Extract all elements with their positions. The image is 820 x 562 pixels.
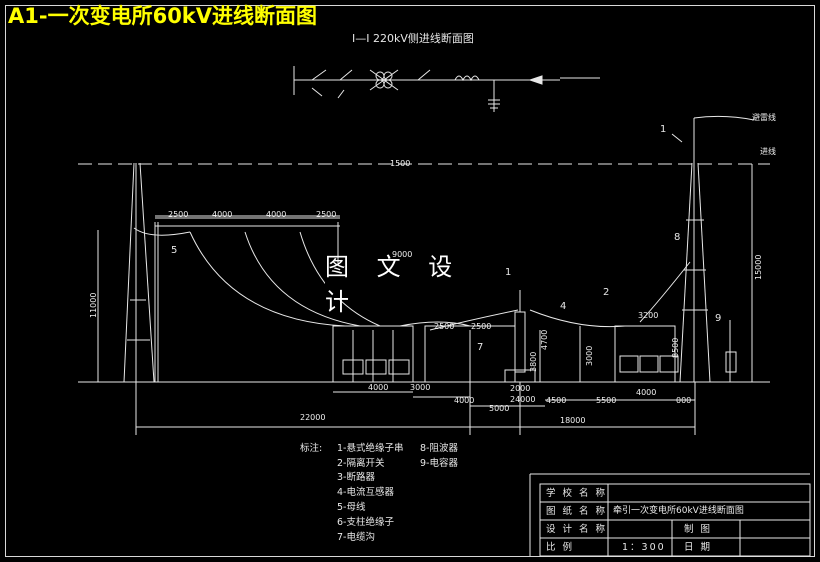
- tb-school-label: 学 校 名 称: [546, 488, 608, 499]
- dim-2500c: 2500: [434, 322, 455, 331]
- dim-9000: 9000: [392, 250, 413, 259]
- legend-item: 3-断路器: [337, 472, 375, 483]
- dim-3000v: 3000: [585, 345, 594, 366]
- legend-item: 4-电流互感器: [337, 487, 394, 498]
- dim-4000d: 4000: [454, 396, 475, 405]
- single-line-diagram: [293, 66, 600, 112]
- legend-item: 2-隔离开关: [337, 458, 385, 469]
- tb-design-label: 设 计 名 称: [546, 524, 608, 535]
- dim-2500b: 2500: [316, 210, 337, 219]
- legend-item: 9-电容器: [420, 458, 458, 469]
- dim-8500v: 8500: [671, 337, 680, 358]
- dim-3800v: 3800: [529, 351, 538, 372]
- dim-18000: 18000: [560, 416, 586, 425]
- dim-24000: 24000: [510, 395, 536, 404]
- callout-1: 1: [660, 124, 667, 135]
- shield-wire: [693, 115, 755, 121]
- label-shield-wire: 避雷线: [752, 113, 776, 122]
- dim-15000: 15000: [754, 254, 763, 280]
- dim-4000b: 4000: [266, 210, 287, 219]
- tb-date-label: 日 期: [684, 542, 713, 553]
- tb-scale-value: 1：300: [622, 542, 666, 553]
- dim-11000: 11000: [89, 292, 98, 318]
- dim-4000a: 4000: [212, 210, 233, 219]
- section-subtitle: I—I 220kV侧进线断面图: [352, 32, 474, 45]
- dim-2500a: 2500: [168, 210, 189, 219]
- dim-5000: 5000: [489, 404, 510, 413]
- title-block-lines: [529, 473, 811, 557]
- callout-9: 9: [715, 313, 722, 324]
- label-incoming: 进线: [760, 147, 776, 156]
- tb-scale-label: 比 例: [546, 542, 575, 553]
- watermark: 图 文 设 计: [325, 253, 505, 316]
- dim-1500: 1500: [390, 159, 411, 168]
- right-tower: [679, 118, 711, 383]
- dim-2000v: 2000: [510, 384, 531, 393]
- callout-2: 2: [603, 287, 610, 298]
- dim-2500d: 2500: [471, 322, 492, 331]
- dim-22000: 22000: [300, 413, 326, 422]
- dim-4500: 4500: [546, 396, 567, 405]
- tb-drawing-value: 牵引一次变电所60kV进线断面图: [613, 506, 744, 516]
- dim-000: 000: [676, 396, 692, 405]
- callout-4: 4: [560, 301, 567, 312]
- dim-4000c: 4000: [368, 383, 389, 392]
- dim-4700: 4700: [540, 329, 549, 350]
- legend-item: 7-电缆沟: [337, 532, 375, 543]
- callout-8: 8: [674, 232, 681, 243]
- legend-item: 6-支柱绝缘子: [337, 517, 394, 528]
- legend-heading: 标注:: [300, 443, 323, 454]
- callout-5: 5: [171, 245, 178, 256]
- left-tower: [123, 162, 155, 383]
- dim-3200: 3200: [638, 311, 659, 320]
- tb-draw-label: 制 图: [684, 524, 713, 535]
- dim-3000: 3000: [410, 383, 431, 392]
- dim-4000e: 4000: [636, 388, 657, 397]
- callout-1b: 1: [505, 267, 512, 278]
- drawing-title: A1-一次变电所60kV进线断面图: [8, 4, 318, 28]
- drawing-frame: [5, 5, 815, 557]
- left-gantry: [154, 215, 340, 382]
- dim-5500: 5500: [596, 396, 617, 405]
- legend-item: 5-母线: [337, 502, 366, 513]
- callout-7: 7: [477, 342, 484, 353]
- tb-drawing-label: 图 纸 名 称: [546, 506, 608, 517]
- legend-item: 1-悬式绝缘子串: [337, 443, 404, 454]
- legend-item: 8-阻波器: [420, 443, 458, 454]
